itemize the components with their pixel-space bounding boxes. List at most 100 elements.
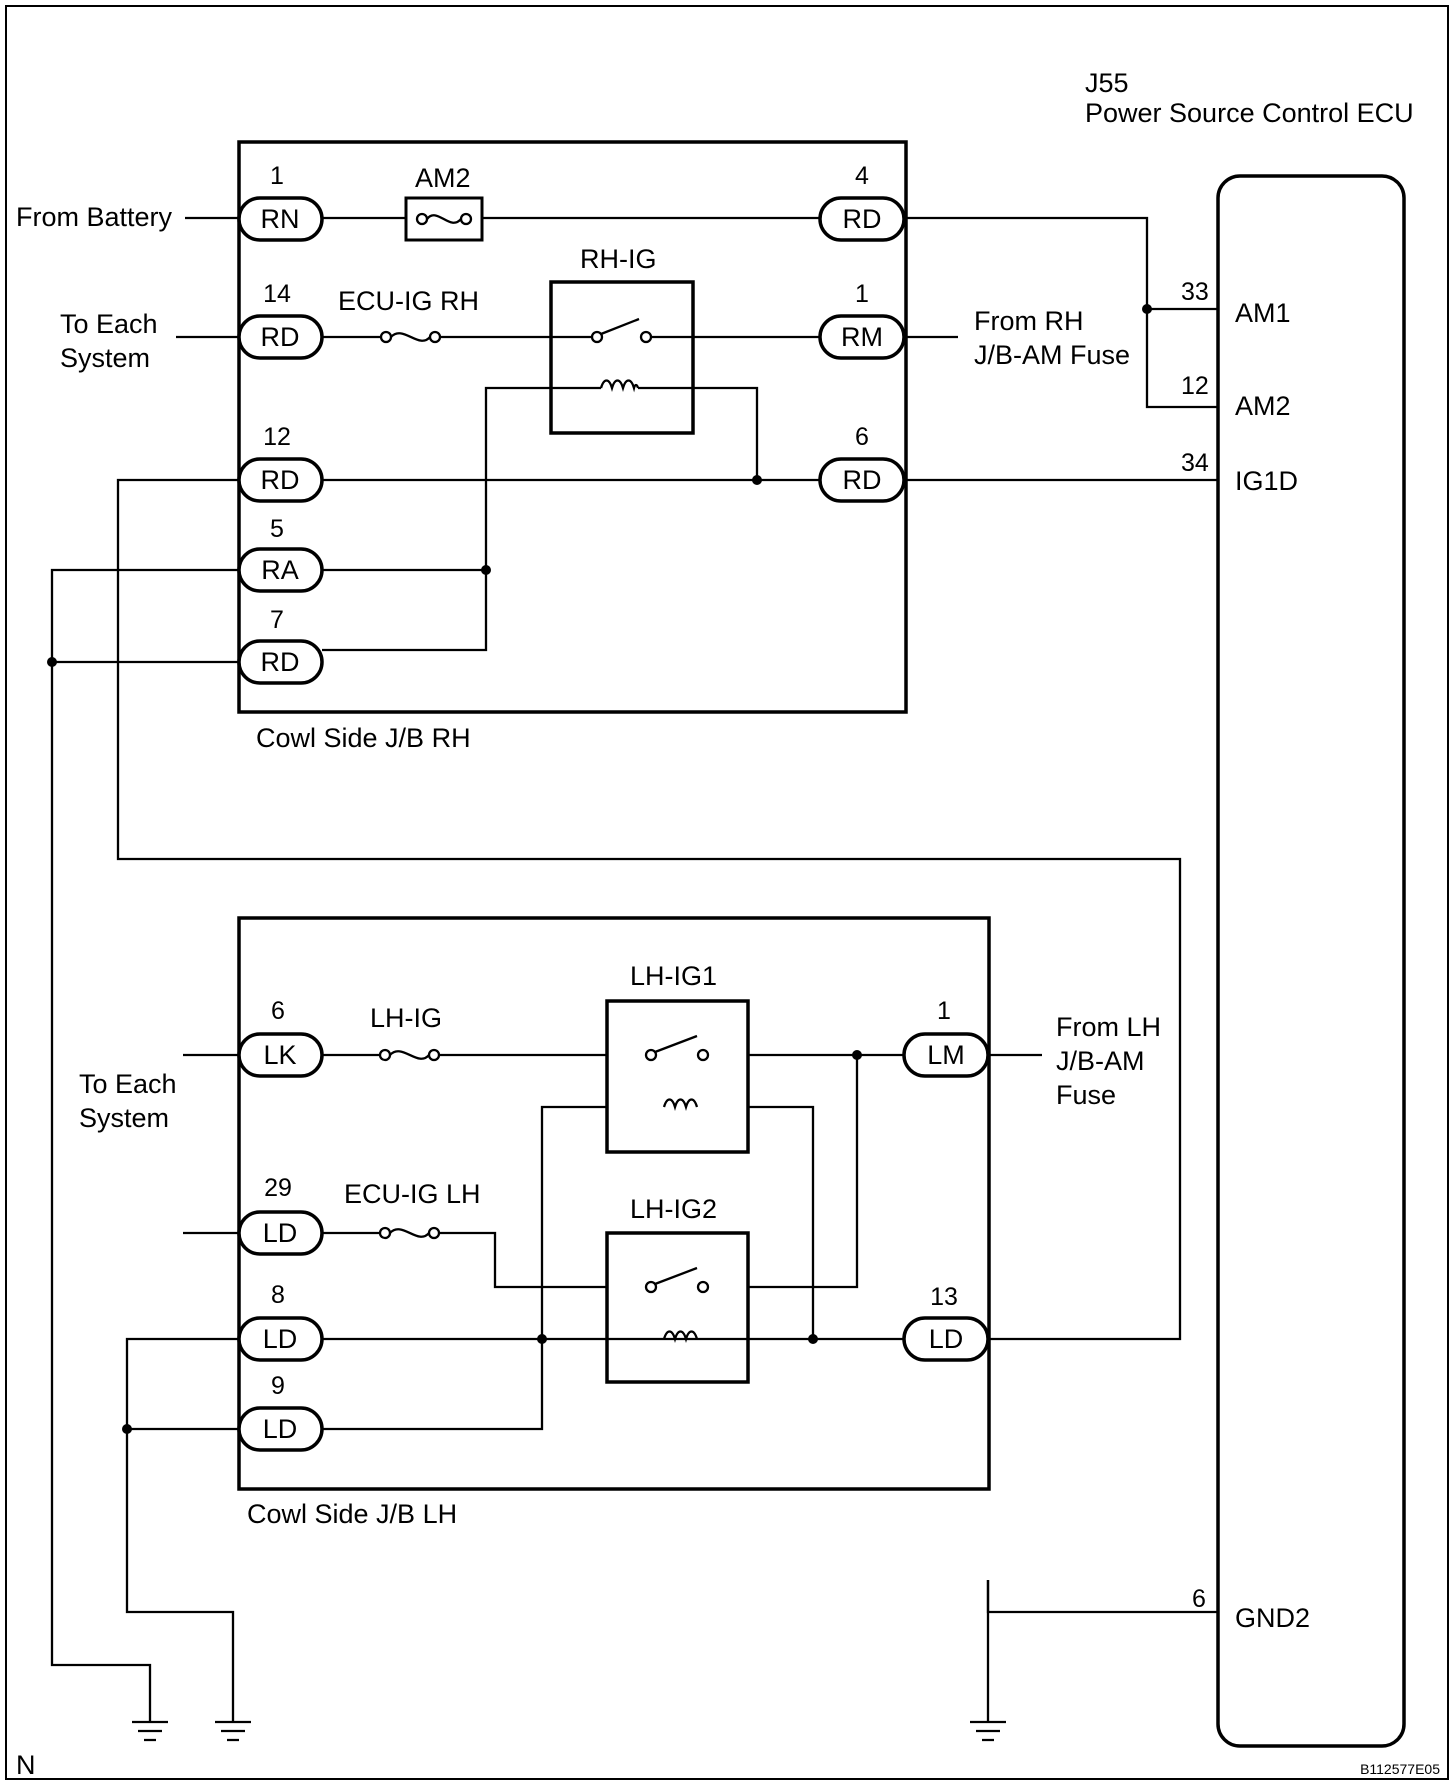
svg-text:1: 1 [270, 162, 284, 190]
lh-wiring [125, 1053, 1218, 1722]
svg-text:RD: RD [261, 322, 300, 352]
svg-text:LD: LD [263, 1218, 298, 1248]
svg-text:LK: LK [263, 1040, 296, 1070]
junction-dot [47, 657, 57, 667]
svg-text:RA: RA [261, 555, 299, 585]
am2-fuse-label: AM2 [415, 163, 471, 193]
rh-connector-7-rd: RD 7 [237, 606, 324, 685]
ecu-ig-rh-fuse-icon [379, 330, 442, 344]
ecu-pin-gnd2-label: GND2 [1235, 1603, 1310, 1633]
ecu-pin-am1-label: AM1 [1235, 298, 1291, 328]
rh-connector-4-rd: RD 4 [818, 162, 906, 242]
ecu-ig-lh-fuse-label: ECU-IG LH [344, 1179, 481, 1209]
ground-icon [215, 1720, 251, 1742]
lh-connector-29-ld: LD 29 [237, 1174, 324, 1256]
lh-connector-9-ld: LD 9 [237, 1372, 324, 1452]
junction-dot [808, 1334, 818, 1344]
from-lh-fuse-line2: J/B-AM [1056, 1046, 1145, 1076]
from-rh-fuse-line1: From RH [974, 306, 1084, 336]
from-lh-fuse-line3: Fuse [1056, 1080, 1116, 1110]
svg-text:LD: LD [263, 1414, 298, 1444]
lh-ig2-relay-label: LH-IG2 [630, 1194, 717, 1224]
ecu-pin-gnd2-number: 6 [1192, 1585, 1206, 1613]
ecu-code: J55 [1085, 68, 1129, 98]
svg-text:LM: LM [927, 1040, 965, 1070]
junction-dot [852, 1050, 862, 1060]
from-lh-fuse-line1: From LH [1056, 1012, 1161, 1042]
svg-text:6: 6 [855, 423, 869, 451]
lh-ig1-switch-icon [644, 1034, 710, 1062]
figure-code: B112577E05 [1360, 1761, 1440, 1777]
ecu-ig-lh-fuse-icon [378, 1226, 441, 1240]
lh-ig1-coil-icon [662, 1098, 699, 1111]
ecu-pin-ig1d-number: 34 [1181, 449, 1209, 477]
to-each-system-rh-line2: System [60, 343, 150, 373]
cowl-side-jb-rh-box [237, 140, 908, 714]
rh-wiring [50, 216, 1218, 1722]
svg-text:13: 13 [930, 1283, 958, 1311]
junction-dot [481, 565, 491, 575]
ground-icon [970, 1580, 1006, 1742]
ecu-pin-am2-label: AM2 [1235, 391, 1291, 421]
rh-connector-6-rd: RD 6 [818, 423, 906, 503]
lh-ig2-coil-icon [662, 1330, 699, 1343]
svg-text:9: 9 [271, 1372, 285, 1400]
rh-connector-1-rn: RN 1 [237, 162, 324, 242]
svg-text:RD: RD [261, 647, 300, 677]
svg-text:RD: RD [261, 465, 300, 495]
svg-text:LD: LD [929, 1324, 964, 1354]
lh-ig-fuse-label: LH-IG [370, 1003, 442, 1033]
cowl-side-jb-lh-box [237, 916, 991, 1491]
svg-text:LD: LD [263, 1324, 298, 1354]
lh-connector-1-lm: LM 1 [902, 997, 990, 1078]
from-rh-fuse-line2: J/B-AM Fuse [974, 340, 1130, 370]
svg-text:1: 1 [937, 997, 951, 1025]
ecu-box [1216, 174, 1406, 1748]
am2-fuse-icon [415, 212, 473, 226]
svg-text:1: 1 [855, 280, 869, 308]
ecu-pin-am2-number: 12 [1181, 372, 1209, 400]
lh-ig2-relay-box [605, 1231, 750, 1384]
lh-ig1-relay-box [605, 999, 750, 1154]
ground-icon [132, 1720, 168, 1742]
svg-text:RD: RD [843, 204, 882, 234]
rh-ig-relay-box [549, 280, 695, 435]
rh-ig-coil-icon [599, 379, 640, 393]
ecu-pin-am1-number: 33 [1181, 278, 1209, 306]
rh-connector-5-ra: RA 5 [237, 515, 324, 593]
rh-ig-switch-icon [590, 317, 653, 344]
junction-dot [752, 475, 762, 485]
svg-text:14: 14 [263, 280, 291, 308]
to-each-system-lh-line1: To Each [79, 1069, 177, 1099]
lh-ig-fuse-icon [378, 1048, 441, 1062]
svg-text:5: 5 [270, 515, 284, 543]
lh-connector-13-ld: LD 13 [902, 1283, 990, 1362]
svg-text:6: 6 [271, 997, 285, 1025]
rh-connector-12-rd: RD 12 [237, 423, 324, 503]
to-each-system-rh-line1: To Each [60, 309, 158, 339]
svg-text:7: 7 [270, 606, 284, 634]
to-each-system-lh-line2: System [79, 1103, 169, 1133]
junction-dot [122, 1424, 132, 1434]
svg-text:8: 8 [271, 1281, 285, 1309]
from-battery-label: From Battery [16, 202, 173, 232]
rh-connector-14-rd: RD 14 [237, 280, 324, 360]
diagram-frame [5, 5, 1449, 1780]
lh-connector-8-ld: LD 8 [237, 1281, 324, 1362]
junction-dot [537, 1334, 547, 1344]
ecu-name: Power Source Control ECU [1085, 98, 1414, 128]
lh-ig2-switch-icon [644, 1266, 710, 1294]
cowl-side-jb-rh-label: Cowl Side J/B RH [256, 723, 471, 753]
svg-text:RM: RM [841, 322, 883, 352]
svg-text:12: 12 [263, 423, 291, 451]
cowl-side-jb-lh-label: Cowl Side J/B LH [247, 1499, 457, 1529]
lh-connector-6-lk: LK 6 [237, 997, 324, 1078]
svg-text:29: 29 [264, 1174, 292, 1202]
corner-mark: N [16, 1750, 36, 1780]
svg-text:RN: RN [261, 204, 300, 234]
rh-ig-relay-label: RH-IG [580, 244, 657, 274]
rh-connector-1-rm: RM 1 [818, 280, 906, 360]
svg-text:4: 4 [855, 162, 869, 190]
svg-text:RD: RD [843, 465, 882, 495]
